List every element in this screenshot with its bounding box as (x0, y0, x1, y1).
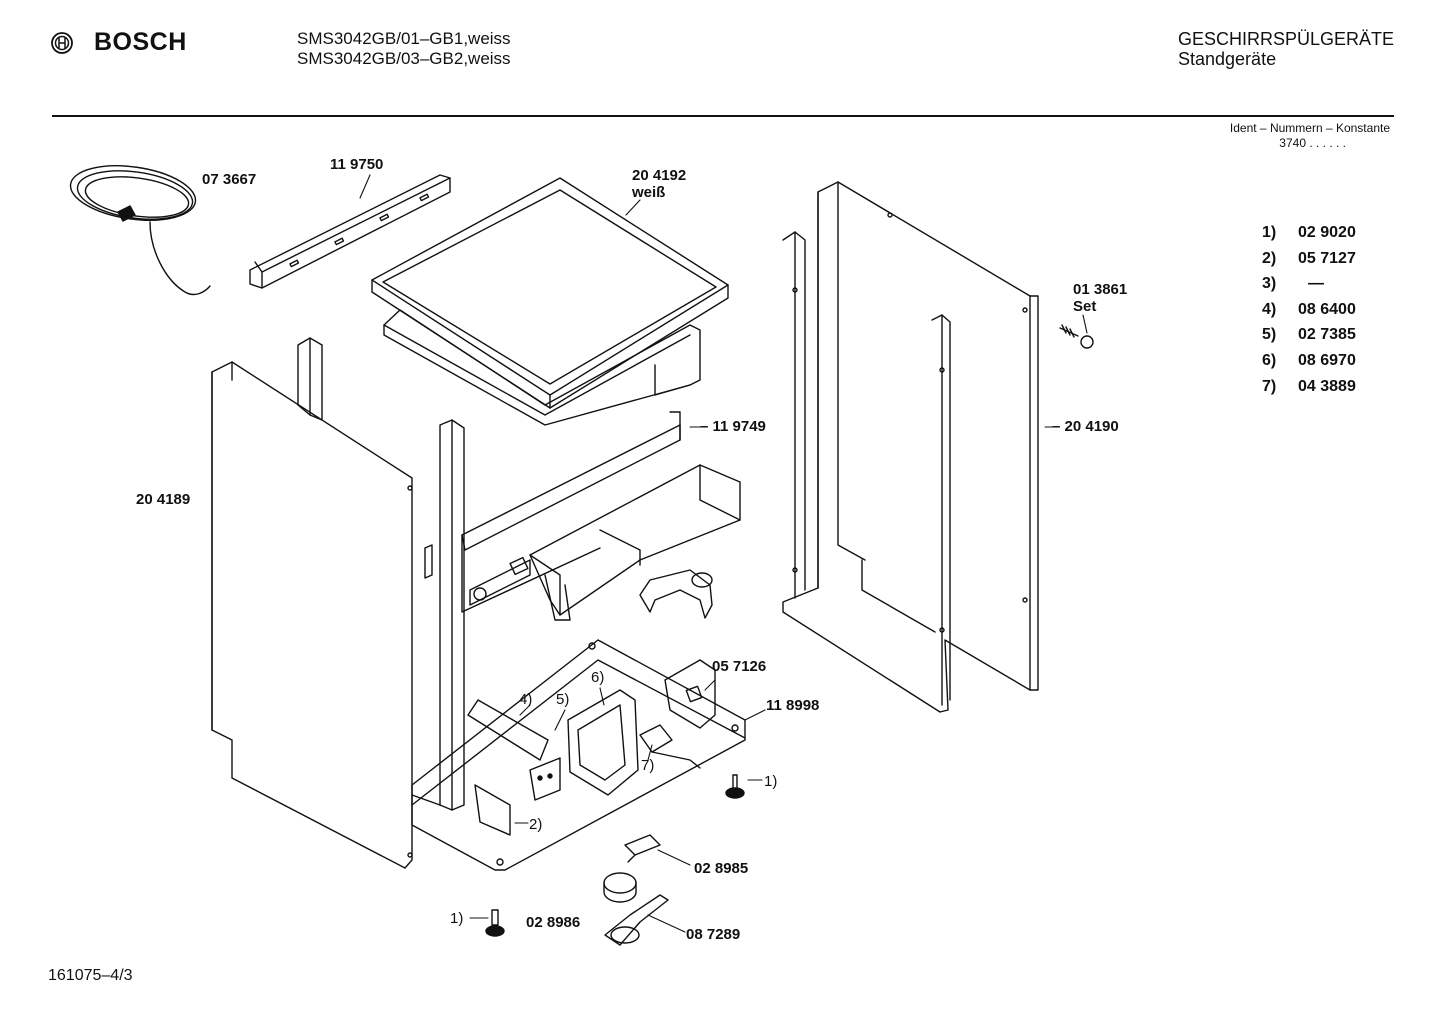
insulation-panel (384, 310, 700, 425)
screw-set (1060, 325, 1093, 348)
callout-7: 7) (641, 757, 655, 774)
part-label-013861: 01 3861 (1073, 281, 1128, 298)
legend-key: 2) (1262, 249, 1277, 267)
legend-key: 1) (1262, 224, 1277, 241)
category-block: GESCHIRRSPÜLGERÄTE Standgeräte (1178, 29, 1394, 69)
rear-upright (298, 338, 322, 420)
part-label-028985: 02 8985 (694, 860, 749, 877)
part-label-204190: – 20 4190 (1052, 418, 1119, 435)
legend-key: 7) (1262, 377, 1277, 395)
header-rule (52, 115, 1394, 117)
legend-value: 08 6400 (1298, 300, 1356, 318)
legend-key: 4) (1262, 300, 1277, 318)
ident-value: 3740 . . . . . . (1279, 136, 1346, 150)
category-title: GESCHIRRSPÜLGERÄTE (1178, 29, 1395, 49)
base-frame (412, 640, 745, 870)
legend-row: 5) 02 7385 (1262, 322, 1356, 348)
legend-row: 1) 02 9020 (1262, 220, 1356, 246)
part-label-204189: 20 4189 (136, 491, 191, 508)
levelling-foot (726, 775, 744, 798)
legend-key: 5) (1262, 326, 1277, 344)
legend-value: 08 6970 (1298, 351, 1356, 369)
ident-block: Ident – Nummern – Konstante 3740 . . . .… (1190, 121, 1390, 151)
reference-legend: 1) 02 9020 2) 05 7127 3) — 4) 08 6400 5) 02 7… (1262, 220, 1356, 399)
levelling-foot (486, 910, 504, 936)
legend-value: 05 7127 (1298, 249, 1356, 267)
ident-title: Ident – Nummern – Konstante (1229, 121, 1390, 135)
part-note-013861: Set (1073, 298, 1097, 315)
legend-value: 02 9020 (1298, 224, 1356, 241)
top-rail (250, 175, 450, 288)
callout-2: 2) (529, 816, 543, 833)
part-label-073667: 07 3667 (202, 171, 257, 188)
legend-row: 2) 05 7127 (1262, 246, 1356, 272)
base-components (468, 660, 715, 835)
part-label-057126: 05 7126 (712, 658, 767, 675)
bottom-small-parts (604, 835, 668, 945)
legend-row: 4) 08 6400 (1262, 297, 1356, 323)
brand-name: BOSCH (94, 28, 187, 56)
sump-fitting (640, 570, 712, 618)
left-side-panel (212, 362, 412, 868)
callout-4: 4) (519, 691, 533, 708)
front-upright (412, 420, 464, 810)
callout-5: 5) (556, 691, 570, 708)
worktop (372, 178, 728, 408)
legend-row: 7) 04 3889 (1262, 374, 1356, 400)
legend-row: 3) — (1262, 271, 1356, 297)
callout-6: 6) (591, 669, 605, 686)
legend-value: — (1308, 275, 1324, 293)
part-label-118998: 11 8998 (766, 697, 820, 714)
legend-row: 6) 08 6970 (1262, 348, 1356, 374)
legend-value: 02 7385 (1298, 326, 1356, 344)
dispenser-box (530, 465, 740, 620)
part-note-204192: weiß (632, 184, 666, 201)
category-subtitle: Standgeräte (1178, 49, 1277, 69)
part-label-204192: 20 4192 (632, 167, 687, 184)
bosch-logo-icon (51, 31, 73, 54)
model-list: SMS3042GB/01–GB1,weiss SMS3042GB/03–GB2,… (297, 29, 511, 69)
power-cable (67, 158, 210, 294)
model-line-2: SMS3042GB/03–GB2,weiss (297, 49, 511, 68)
front-support (462, 412, 680, 612)
part-label-087289: 08 7289 (686, 926, 741, 943)
legend-key: 6) (1262, 351, 1277, 369)
part-label-119750: 11 9750 (330, 156, 384, 173)
callout-1-foot-front: 1) (450, 910, 464, 927)
part-label-028986: 02 8986 (526, 914, 581, 931)
legend-value: 04 3889 (1298, 377, 1356, 395)
brand-block: BOSCH (50, 28, 187, 57)
drawing-number: 161075–4/3 (48, 967, 133, 984)
part-label-119749: – 11 9749 (700, 418, 766, 435)
callout-1-foot: 1) (764, 773, 778, 790)
door-panel (783, 182, 1038, 712)
model-line-1: SMS3042GB/01–GB1,weiss (297, 29, 511, 48)
leader-lines (360, 175, 1087, 932)
legend-key: 3) (1262, 275, 1277, 293)
